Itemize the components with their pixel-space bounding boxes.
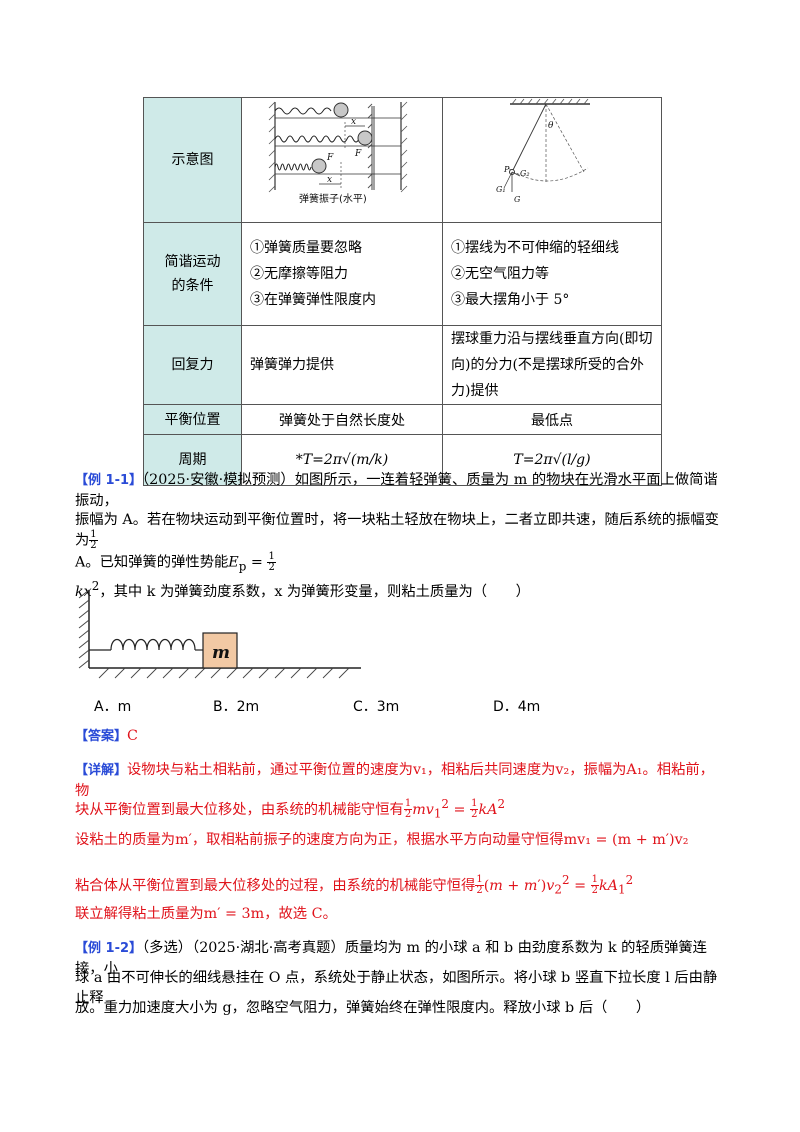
block-label: m: [212, 643, 230, 663]
pendulum-period-formula: T=2π√(l/g): [442, 434, 662, 486]
example1-text2: 振幅为 A。若在物块运动到平衡位置时，将一块粘土轻放在物块上，二者立即共速，随后…: [75, 512, 719, 549]
spring-label-x2: x: [327, 175, 332, 185]
answer-value: C: [127, 728, 138, 744]
example2-source: （多选）（2025·湖北·高考真题）: [142, 940, 345, 956]
spring-period-formula: *T=2π√(m/k): [241, 434, 443, 486]
pendulum-label-p: P: [503, 165, 510, 174]
list-item: ③最大摆角小于 5°: [451, 292, 570, 308]
spring-label-x: x: [351, 117, 356, 127]
example2-tag: 【例 1-2】: [75, 941, 143, 956]
spring-figure: x F F x 弹簧振子(水平): [268, 101, 408, 205]
example1-text1: 如图所示，一连着轻弹簧、质量为 m 的物块在光滑水平面上做简谐振动，: [75, 472, 718, 509]
detail-text1: 设物块与粘土相粘前，通过平衡位置的速度为v₁，相粘后共同速度为v₂，振幅为A₁。…: [75, 762, 714, 799]
list-item: ②无空气阻力等: [451, 266, 549, 282]
simple-pendulum-diagram: [442, 97, 662, 223]
pendulum-label-g2: G₂: [520, 169, 530, 178]
example1-tag: 【例 1-1】: [75, 473, 143, 488]
table-row: 周期 *T=2π√(m/k) T=2π√(l/g): [143, 434, 662, 486]
table-row: 平衡位置 弹簧处于自然长度处 最低点: [143, 404, 662, 435]
row-head-equilibrium: 平衡位置: [143, 404, 242, 435]
table-row: 示意图: [143, 97, 662, 223]
option-b[interactable]: B．2m: [213, 699, 260, 715]
spring-conditions: ①弹簧质量要忽略 ②无摩擦等阻力 ③在弹簧弹性限度内: [241, 222, 443, 326]
pendulum-label-theta: θ: [548, 121, 554, 131]
list-item: ①摆线为不可伸缩的轻细线: [451, 240, 619, 256]
spring-label-f2: F: [326, 153, 334, 163]
row-head-restoring-force: 回复力: [143, 325, 242, 405]
pendulum-conditions: ①摆线为不可伸缩的轻细线 ②无空气阻力等 ③最大摆角小于 5°: [442, 222, 662, 326]
example2-line3: 放。重力加速度大小为 g，忽略空气阻力，弹簧始终在弹性限度内。释放小球 b 后（…: [75, 1000, 651, 1016]
example2-line2: 球 a 由不可伸长的细线悬挂在 O 点，系统处于静止状态，如图所示。将小球 b …: [75, 970, 718, 1006]
row-head-period: 周期: [143, 434, 242, 486]
spring-caption: 弹簧振子(水平): [299, 192, 367, 205]
spring-restoring-force: 弹簧弹力提供: [241, 325, 443, 405]
option-d[interactable]: D．4m: [493, 699, 541, 715]
example2-text1: 质量均为 m 的小球 a 和 b 由劲度系数为 k 的轻质弹簧连接，小: [75, 940, 707, 977]
option-c[interactable]: C．3m: [353, 699, 400, 715]
comparison-table: 示意图: [143, 97, 662, 486]
example1-line2: 振幅为 A。若在物块运动到平衡位置时，将一块粘土轻放在物块上，二者立即共速，随后…: [75, 510, 727, 551]
example1-line1: 【例 1-1】（2025·安徽·模拟预测）如图所示，一连着轻弹簧、质量为 m 的…: [75, 470, 727, 511]
table-row: 简谐运动的条件 ①弹簧质量要忽略 ②无摩擦等阻力 ③在弹簧弹性限度内 ①摆线为不…: [143, 222, 662, 326]
list-item: ②无摩擦等阻力: [250, 266, 348, 282]
pendulum-figure: θ P G₁ G₂ G: [496, 98, 590, 204]
detail-line5: 联立解得粘土质量为m′ = 3m，故选 C。: [75, 906, 337, 922]
pendulum-restoring-force: 摆球重力沿与摆线垂直方向(即切向)的分力(不是摆球所受的合外力)提供: [442, 325, 662, 405]
list-item: ③在弹簧弹性限度内: [250, 292, 376, 308]
option-a[interactable]: A．m: [94, 699, 132, 715]
row-head-diagram: 示意图: [143, 97, 242, 223]
spring-label-f: F: [354, 149, 362, 159]
answer-tag: 【答案】: [75, 729, 128, 744]
example1-text4: ，其中 k 为弹簧劲度系数，x 为弹簧形变量，则粘土质量为（ ）: [99, 584, 530, 601]
spring-equilibrium: 弹簧处于自然长度处: [241, 404, 443, 435]
answer-line: 【答案】C: [75, 726, 727, 747]
example1-text3: A。已知弹簧的弹性势能: [75, 554, 229, 571]
spring-block-figure: m: [78, 589, 361, 679]
table-row: 回复力 弹簧弹力提供 摆球重力沿与摆线垂直方向(即切向)的分力(不是摆球所受的合…: [143, 325, 662, 405]
pendulum-label-g1: G₁: [496, 185, 506, 194]
row-head-conditions: 简谐运动的条件: [143, 222, 242, 326]
detail-line1: 【详解】设物块与粘土相粘前，通过平衡位置的速度为v₁，相粘后共同速度为v₂，振幅…: [75, 760, 727, 801]
detail-text4: 粘合体从平衡位置到最大位移处的过程，由系统的机械能守恒得: [75, 877, 476, 894]
detail-text2: 块从平衡位置到最大位移处，由系统的机械能守恒有: [75, 801, 404, 818]
list-item: ①弹簧质量要忽略: [250, 240, 362, 256]
example1-source: （2025·安徽·模拟预测）: [142, 472, 295, 488]
example2-line1: 【例 1-2】（多选）（2025·湖北·高考真题）质量均为 m 的小球 a 和 …: [75, 938, 727, 979]
detail-tag: 【详解】: [75, 763, 128, 778]
pendulum-label-g: G: [514, 195, 521, 204]
detail-line3: 设粘土的质量为m′，取相粘前振子的速度方向为正，根据水平方向动量守恒得mv₁ =…: [75, 832, 689, 848]
pendulum-equilibrium: 最低点: [442, 404, 662, 435]
